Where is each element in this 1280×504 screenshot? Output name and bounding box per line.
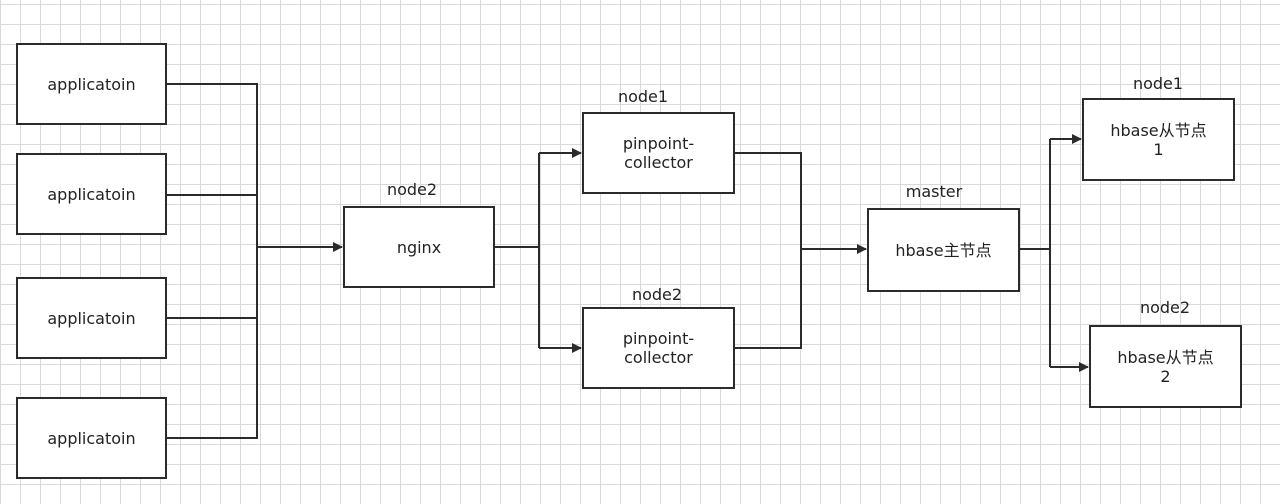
hbase-master-node: hbase主节点 [867,208,1020,292]
collector-node-label: pinpoint- collector [622,329,695,367]
hbase-slave-1-caption: node1 [1132,74,1184,93]
application-node-2: applicatoin [16,153,167,235]
application-node-label: applicatoin [47,428,136,448]
hbase-slave-node-2: hbase从节点 2 [1089,325,1242,408]
collector-node-2: pinpoint- collector [582,307,735,389]
nginx-node: nginx [343,206,495,288]
hbase-slave-2-caption: node2 [1139,298,1191,317]
nginx-node-caption: node2 [386,180,438,199]
application-node-label: applicatoin [47,74,136,94]
nginx-node-label: nginx [396,237,442,257]
hbase-master-node-label: hbase主节点 [895,240,992,260]
hbase-slave-node-label: hbase从节点 1 [1110,120,1207,159]
hbase-slave-node-label: hbase从节点 2 [1117,347,1214,386]
collector-2-caption: node2 [631,285,683,304]
application-node-label: applicatoin [47,308,136,328]
hbase-slave-node-1: hbase从节点 1 [1082,98,1235,181]
application-node-1: applicatoin [16,43,167,125]
application-node-label: applicatoin [47,184,136,204]
collector-1-caption: node1 [617,87,669,106]
application-node-4: applicatoin [16,397,167,479]
collector-node-label: pinpoint- collector [622,134,695,172]
collector-node-1: pinpoint- collector [582,112,735,194]
application-node-3: applicatoin [16,277,167,359]
hbase-master-caption: master [905,182,963,201]
